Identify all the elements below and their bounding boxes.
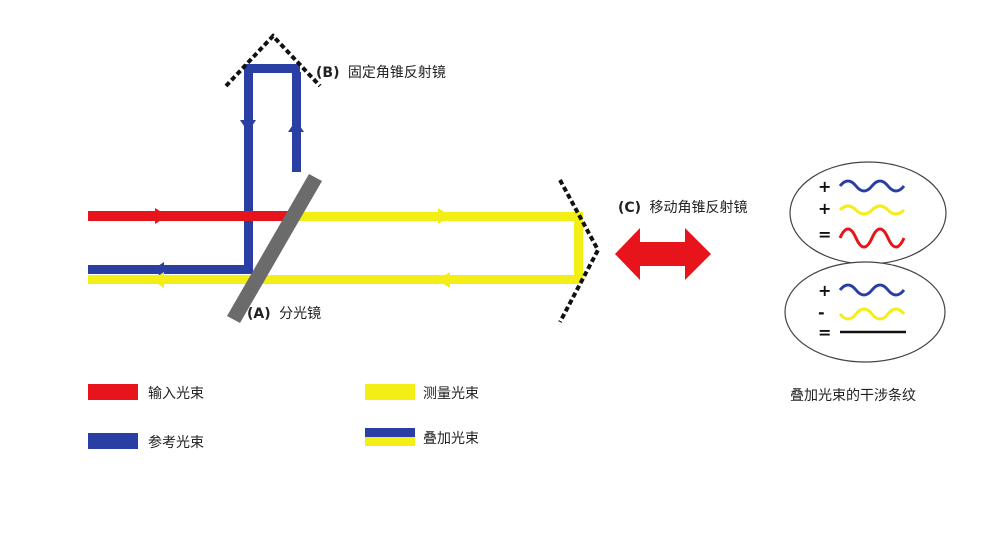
measure-beam-path [88,208,583,288]
measure-wave [838,204,906,216]
minus-sign: - [818,303,825,322]
beam-splitter [227,174,322,323]
reference-down-arrow-icon [240,120,256,132]
combined-return-arrow-icon [152,272,164,288]
plus-sign: + [818,199,831,218]
legend-swatch [365,428,415,437]
legend-label: 叠加光束 [423,431,479,447]
equals-sign: = [818,323,831,342]
legend-swatch [365,437,415,446]
movement-double-arrow-icon [615,228,711,280]
legend-item-combined: 叠加光束 [365,428,479,447]
legend-swatch [365,384,415,400]
interference-caption: 叠加光束的干涉条纹 [790,387,916,404]
legend: 输入光束 测量光束 参考光束 叠加光束 [88,384,479,451]
measure-wave [838,307,906,321]
measure-return-arrow-icon [437,272,450,288]
legend-item-reference: 参考光束 [88,433,204,451]
reference-up-arrow-icon [288,120,304,132]
legend-item-measure: 测量光束 [365,384,479,402]
moving-mirror-label: (C) 移动角锥反射镜 [618,200,748,216]
fixed-mirror-label: (B) 固定角锥反射镜 [316,65,446,81]
constructive-interference-panel: + + = [789,161,947,265]
splitter-label: (A) 分光镜 [247,306,321,322]
measure-out-arrow-icon [438,208,451,224]
input-beam-path [88,208,290,224]
reference-wave [838,179,906,193]
plus-sign: + [818,281,831,300]
reference-wave [838,283,906,297]
input-arrow-icon [155,208,168,224]
legend-label: 输入光束 [148,386,204,402]
sum-wave [838,227,906,249]
destructive-interference-panel: + - = [784,261,946,363]
equals-sign: = [818,225,831,244]
moving-corner-cube [558,179,601,323]
legend-item-input: 输入光束 [88,384,204,402]
plus-sign: + [818,177,831,196]
legend-label: 参考光束 [148,434,204,451]
legend-label: 测量光束 [423,386,479,402]
legend-swatch [88,384,138,400]
fixed-corner-cube [224,33,322,88]
legend-swatch [88,433,138,449]
